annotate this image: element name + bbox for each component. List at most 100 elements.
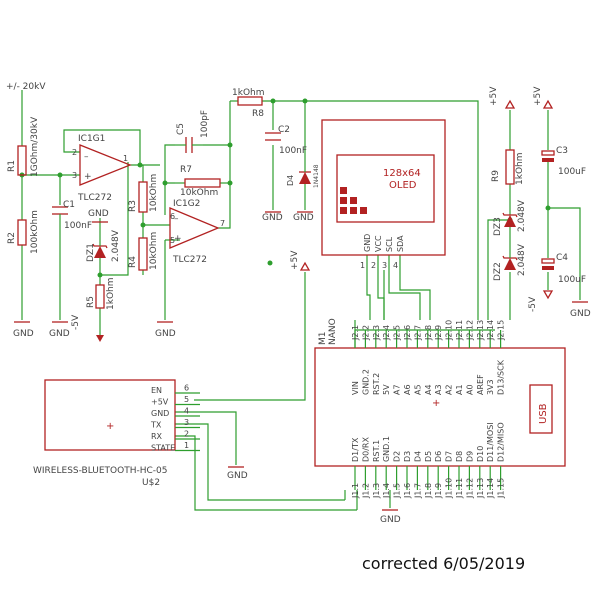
svg-text:R4: R4	[128, 256, 138, 268]
svg-text:–: –	[174, 214, 179, 224]
svg-text:+: +	[84, 172, 92, 182]
svg-text:R9: R9	[491, 170, 501, 182]
nano-pin-label: J1.1	[351, 483, 360, 499]
svg-text:1: 1	[123, 154, 128, 163]
bt-pin-label: STATE	[151, 444, 175, 453]
svg-text:DZ2: DZ2	[493, 262, 503, 281]
gnd-r4: GND	[155, 321, 176, 339]
nano-pin-label: J2.12	[465, 320, 474, 341]
svg-text:M1: M1	[318, 332, 328, 346]
nano-signal-label: RST.1	[372, 440, 381, 462]
zener-dz2: DZ2 2.048V	[493, 227, 527, 281]
gnd-bt: GND	[227, 466, 248, 481]
zener-dz1: DZ1 2.048V	[86, 229, 121, 262]
plus5v-symbol-3: +5V	[533, 86, 554, 109]
svg-text:DZ3: DZ3	[493, 217, 503, 236]
capacitor-c4: C4 100uF	[541, 253, 586, 285]
nano-pin-label: J1.14	[486, 478, 495, 499]
nano-pin-label: J1.6	[403, 483, 412, 499]
nano-signal-label: A1	[455, 384, 464, 395]
svg-text:TLC272: TLC272	[172, 255, 207, 265]
svg-text:C2: C2	[278, 125, 290, 135]
gnd-dz1: GND	[88, 209, 109, 223]
nano-signal-label: AREF	[476, 374, 485, 395]
bt-pin-label: EN	[151, 386, 162, 395]
nano-pin-label: J2.15	[497, 320, 506, 341]
gnd-r2: GND	[13, 321, 34, 339]
resistor-r8: 1kOhm R8	[232, 88, 265, 119]
m5v-label: -5V	[528, 296, 538, 312]
nano-pin-label: J2.8	[424, 325, 433, 341]
svg-text:TLC272: TLC272	[77, 193, 112, 203]
nano-signal-label: D13/SCK	[497, 359, 506, 395]
nano-pin-label: J2.11	[455, 320, 464, 341]
plus5v-symbol-2: +5V	[489, 86, 516, 109]
nano-signal-label: D3	[403, 451, 412, 462]
gnd-c1: GND	[49, 321, 70, 339]
svg-text:R5: R5	[86, 296, 96, 308]
p5v-label: +5V	[533, 86, 543, 106]
nano-pin-label: J2.14	[486, 320, 495, 341]
diode-d4: D4 1N4148	[286, 164, 320, 190]
nano-signal-label: D12/MISO	[497, 422, 506, 462]
nano-signal-label: VIN	[351, 381, 360, 395]
resistor-r5: R5 1kOhm	[86, 278, 116, 311]
svg-text:1kOhm: 1kOhm	[515, 153, 525, 186]
bt-pin-number: 2	[184, 430, 189, 439]
m5v-label: -5V	[71, 314, 81, 330]
svg-text:1kOhm: 1kOhm	[232, 88, 265, 98]
nano-pin-label: J1.9	[434, 483, 443, 499]
svg-text:3: 3	[72, 171, 77, 180]
gnd-d4: GND	[293, 211, 314, 223]
nano-signal-label: 3V3	[486, 379, 495, 395]
bt-pin-label: +5V	[151, 398, 169, 407]
svg-text:GND: GND	[49, 329, 70, 339]
bt-ref: U$2	[142, 478, 160, 488]
nano-pin-label: J1.8	[424, 483, 433, 499]
resistor-r7: R7 10kOhm	[180, 165, 221, 198]
svg-text:SCL: SCL	[385, 236, 394, 252]
svg-text:C1: C1	[63, 200, 75, 210]
nano-pin-label: J1.2	[361, 483, 370, 499]
svg-text:IC1G2: IC1G2	[173, 199, 200, 209]
svg-text:4: 4	[393, 261, 398, 270]
svg-text:GND: GND	[380, 515, 401, 525]
nano-pin-label: J2.6	[403, 325, 412, 341]
svg-text:GND: GND	[262, 213, 283, 223]
svg-text:100kOhm: 100kOhm	[30, 210, 40, 254]
svg-text:R1: R1	[7, 160, 17, 172]
resistor-r3: R3 10kOhm	[128, 174, 159, 213]
svg-text:1kOhm: 1kOhm	[106, 278, 116, 311]
p5v-label: +5V	[489, 86, 499, 106]
svg-text:+: +	[174, 234, 182, 244]
zener-dz3: DZ3 2.048V	[493, 199, 527, 236]
svg-text:100uF: 100uF	[558, 167, 586, 177]
nano-signal-label: 5V	[382, 384, 391, 395]
nano-signal-label: D9	[465, 451, 474, 462]
resistor-r4: R4 10kOhm	[128, 232, 159, 271]
nano-pin-label: J2.2	[361, 325, 370, 341]
svg-text:5: 5	[170, 236, 175, 245]
nano-pin-label: J2.7	[413, 325, 422, 341]
nano-pin-label: J1.7	[413, 483, 422, 499]
svg-text:2.048V: 2.048V	[517, 243, 527, 276]
nano-signal-label: D8	[455, 451, 464, 462]
opamp-ic1g1: 2 3 1 – + IC1G1 TLC272	[72, 134, 132, 203]
svg-text:R2: R2	[7, 232, 17, 244]
nano-pin-label: J2.1	[351, 325, 360, 341]
svg-text:GND: GND	[88, 209, 109, 219]
svg-text:GND: GND	[293, 213, 314, 223]
usb-label: USB	[538, 403, 549, 424]
svg-text:GND: GND	[570, 309, 591, 319]
svg-text:C3: C3	[556, 146, 568, 156]
nano-signal-label: A4	[424, 384, 433, 395]
bt-name: WIRELESS-BLUETOOTH-HC-05	[33, 466, 168, 476]
svg-text:2.048V: 2.048V	[111, 229, 121, 262]
nano-pin-label: J2.9	[434, 325, 443, 341]
